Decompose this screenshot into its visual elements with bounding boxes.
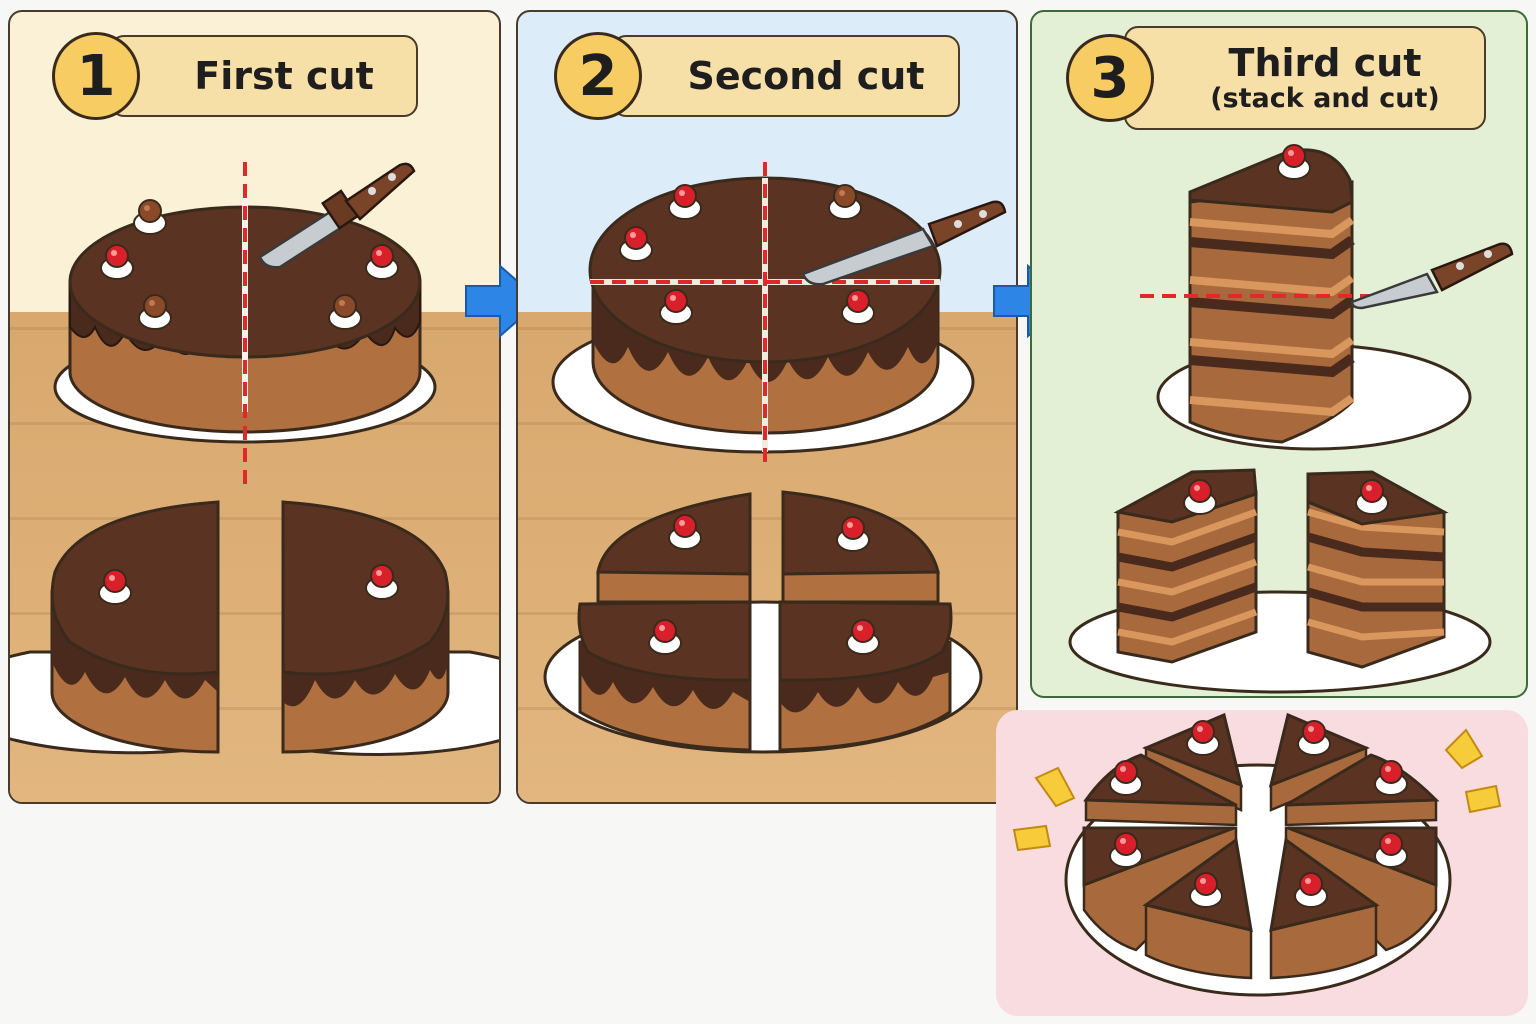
step-title: First cut: [194, 54, 374, 98]
step-number-badge: 2: [554, 32, 642, 120]
step-title-box: First cut: [110, 35, 418, 117]
step-title-box: Third cut (stack and cut): [1124, 26, 1486, 130]
cake-half-right: [281, 500, 499, 757]
step-title: Third cut: [1228, 41, 1422, 85]
sparkle-icon: [1012, 728, 1502, 852]
step-title-box: Second cut: [612, 35, 960, 117]
step-1-header: 1 First cut: [52, 32, 418, 120]
step-1-illustration: [10, 162, 499, 757]
step-number-badge: 1: [52, 32, 140, 120]
step-title: Second cut: [687, 54, 925, 98]
knife-icon: [801, 200, 1007, 286]
step-1-panel: 1 First cut: [8, 10, 501, 804]
step-2-illustration: [543, 162, 1007, 754]
cake-slices: [1082, 712, 1440, 980]
step-subtitle: (stack and cut): [1210, 83, 1440, 114]
step-3-panel: 3 Third cut (stack and cut): [1030, 10, 1528, 698]
step-2-header: 2 Second cut: [554, 32, 960, 120]
step-2-panel: 2 Second cut: [516, 10, 1018, 804]
step-3-illustration: [1068, 144, 1514, 694]
cake-half-left: [10, 500, 220, 755]
stacked-slices: [1188, 148, 1355, 444]
step-3-header: 3 Third cut (stack and cut): [1066, 26, 1486, 130]
result-panel: [996, 710, 1528, 1016]
cake-quarter-back-left: [596, 492, 752, 604]
step-number-badge: 3: [1066, 34, 1154, 122]
slice-stack-left: [1113, 468, 1258, 664]
knife-icon: [1350, 242, 1514, 310]
eight-slice-cake: [1012, 712, 1502, 997]
